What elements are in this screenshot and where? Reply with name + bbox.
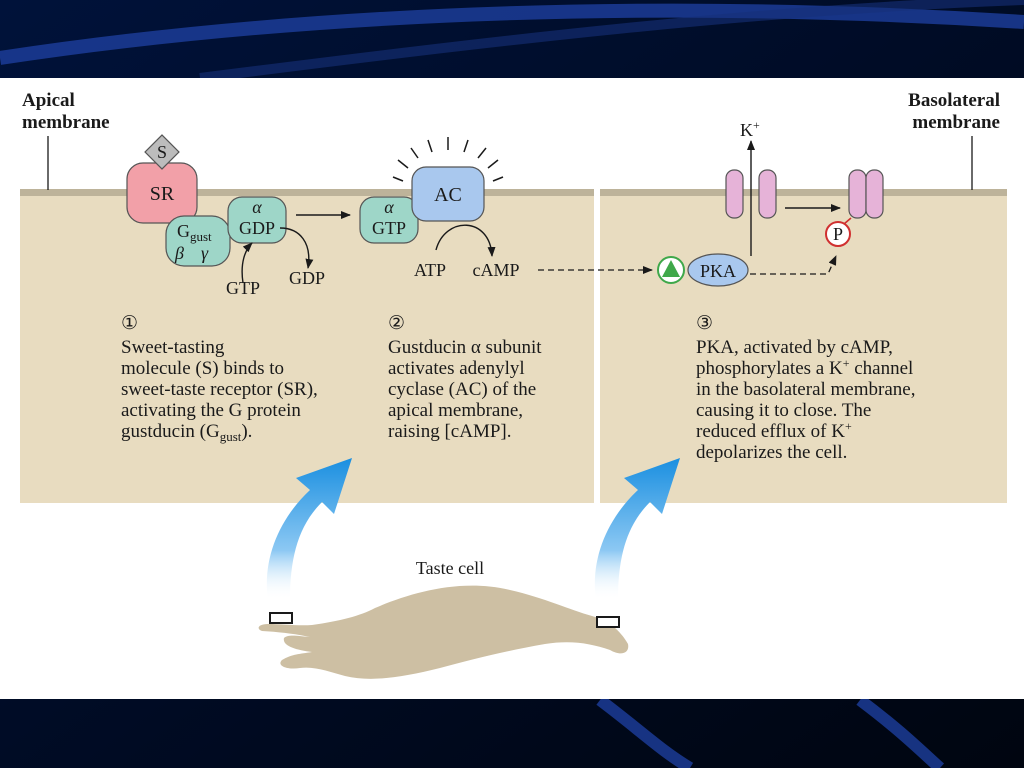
activation-triangle-icon: [662, 260, 680, 277]
step-2-number: ②: [388, 313, 405, 334]
phosphate-label: P: [833, 224, 843, 244]
sr-label: SR: [150, 183, 175, 205]
gamma-label: γ: [201, 243, 209, 263]
sweet-taste-transduction-diagram: Apical membrane Basolateral membrane SR …: [20, 90, 1007, 679]
step-1-text: Sweet-tasting: [121, 337, 225, 358]
gtp-binding-arrow: [241, 242, 253, 284]
step-3-text: depolarizes the cell.: [696, 442, 847, 463]
gdp-bound-label: GDP: [239, 218, 275, 238]
background-swoosh: [199, 0, 1024, 83]
step-1-text: gustducin (Ggust).: [121, 421, 252, 444]
step-1-text: activating the G protein: [121, 400, 301, 421]
background-swoosh: [856, 695, 945, 768]
camp-label: cAMP: [472, 260, 519, 280]
g-alpha-gdp: [227, 196, 287, 244]
beta-label: β: [174, 243, 184, 263]
step-1-text: sweet-taste receptor (SR),: [121, 379, 318, 400]
basolateral-membrane-label: membrane: [912, 112, 1000, 133]
apical-membrane-label: Apical: [22, 90, 75, 111]
gtp-bound-label: GTP: [372, 218, 406, 238]
alpha-label: α: [252, 197, 262, 217]
atp-to-camp-arrow: [435, 224, 496, 257]
step-3-number: ③: [696, 313, 713, 334]
figure-panel: Apical membrane Basolateral membrane SR …: [0, 78, 1024, 699]
step-3-text: causing it to close. The: [696, 400, 871, 421]
taste-cell-body: [258, 585, 629, 679]
atp-label: ATP: [414, 260, 446, 280]
gtp-in-label: GTP: [226, 278, 260, 298]
pka: [687, 253, 749, 287]
ac-activation-rays: [392, 137, 504, 182]
k-ion-label: K+: [740, 118, 760, 140]
step-2-text: Gustducin α subunit: [388, 337, 542, 358]
gdp-release-arrow: [279, 227, 314, 269]
closed-k-channel-subunit: [865, 169, 884, 219]
ac-label: AC: [434, 184, 462, 206]
basolateral-zoom-box: [596, 616, 620, 628]
background-swoosh: [596, 695, 694, 768]
step-3-text: in the basolateral membrane,: [696, 379, 915, 400]
alpha-label: α: [384, 197, 394, 217]
step-2-text: activates adenylyl: [388, 358, 525, 379]
adenylyl-cyclase: [411, 166, 485, 222]
k-channel-subunit: [725, 169, 744, 219]
step-2-text: raising [cAMP].: [388, 421, 511, 442]
sweet-molecule: [144, 134, 180, 170]
g-gust-label: Ggust: [177, 221, 212, 244]
closed-k-channel-subunit: [848, 169, 867, 219]
zoom-arrow-basolateral: [594, 458, 680, 600]
step-1-text: molecule (S) binds to: [121, 358, 284, 379]
taste-cell-label: Taste cell: [416, 558, 484, 578]
step-2-text: cyclase (AC) of the: [388, 379, 536, 400]
apical-membrane-label: membrane: [22, 112, 110, 133]
step-3-text: reduced efflux of K+: [696, 419, 852, 442]
step-3-text: phosphorylates a K+ channel: [696, 356, 913, 379]
apical-zoom-box: [269, 612, 293, 624]
phosphate-bond: [843, 217, 852, 225]
s-label: S: [157, 142, 167, 162]
phosphate-group: [825, 221, 851, 247]
pka-label: PKA: [700, 261, 736, 281]
apical-membrane: [20, 189, 594, 196]
basolateral-cell-panel: [600, 194, 1007, 503]
g-protein-beta-gamma: [165, 215, 231, 267]
step-3-text: PKA, activated by cAMP,: [696, 337, 893, 358]
pka-phosphorylation-dashed-arrow: [750, 255, 837, 275]
gdp-out-label: GDP: [289, 268, 325, 288]
zoom-arrow-apical: [266, 458, 352, 600]
step-2-text: apical membrane,: [388, 400, 523, 421]
basolateral-membrane: [600, 189, 1007, 196]
k-channel-subunit: [758, 169, 777, 219]
basolateral-membrane-label: Basolateral: [908, 90, 1000, 111]
g-alpha-gtp: [359, 196, 419, 244]
step-1-number: ①: [121, 313, 138, 334]
